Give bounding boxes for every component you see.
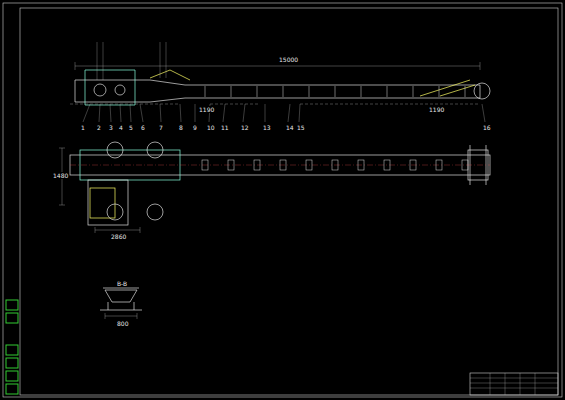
idler (361, 86, 362, 97)
dimension: 2860 (110, 233, 127, 240)
leader-line (99, 104, 100, 122)
section-view (100, 288, 142, 319)
callout-number: 11 (220, 124, 230, 131)
plan-view (59, 142, 490, 233)
idler (462, 160, 468, 170)
callout-number: 2 (96, 124, 102, 131)
leader-line (110, 104, 111, 122)
idler (231, 86, 232, 97)
idler (283, 86, 284, 97)
callout-number: 12 (240, 124, 250, 131)
dimension: 1190 (198, 106, 215, 113)
callout-number: 8 (178, 124, 184, 131)
leader-line (482, 104, 485, 122)
leader-line (195, 104, 196, 122)
side-tabs (6, 300, 18, 394)
idler (335, 86, 336, 97)
leader-line (83, 104, 90, 122)
idler (228, 160, 234, 170)
idler (257, 86, 258, 97)
dimension: 1190 (428, 106, 445, 113)
callout-number: 10 (206, 124, 216, 131)
idler (439, 86, 440, 97)
dimension: 800 (116, 320, 129, 327)
idler (387, 86, 388, 97)
callout-number: 4 (118, 124, 124, 131)
idler (384, 160, 390, 170)
leader-line (180, 104, 181, 122)
idler (202, 160, 208, 170)
idler (413, 86, 414, 97)
leader-line (140, 104, 143, 122)
idler (205, 86, 206, 97)
leader-line (130, 104, 131, 122)
callout-number: 15 (296, 124, 306, 131)
callout-number: 5 (128, 124, 134, 131)
idler (465, 86, 466, 97)
elevation-view (70, 42, 490, 105)
callout-number: 1 (80, 124, 86, 131)
idler (410, 160, 416, 170)
leader-line (223, 104, 225, 122)
leader-line (120, 104, 121, 122)
leader-line (299, 104, 300, 122)
dimension: 15000 (278, 56, 299, 63)
callout-number: 6 (140, 124, 146, 131)
callout-number: 9 (192, 124, 198, 131)
sheet-border (3, 3, 562, 397)
section-label: B-B (116, 280, 128, 287)
frame (20, 8, 558, 395)
idler (306, 160, 312, 170)
idler (309, 86, 310, 97)
leader-line (243, 104, 245, 122)
title-block (470, 373, 558, 395)
idler-stations (202, 86, 468, 170)
callout-number: 13 (262, 124, 272, 131)
idler (280, 160, 286, 170)
callout-number: 14 (285, 124, 295, 131)
callout-number: 3 (108, 124, 114, 131)
callout-number: 7 (158, 124, 164, 131)
idler (254, 160, 260, 170)
callout-number: 16 (482, 124, 492, 131)
leader-line (288, 104, 290, 122)
leader-line (265, 104, 266, 122)
leader-line (160, 104, 161, 122)
idler (436, 160, 442, 170)
idler (332, 160, 338, 170)
idler (358, 160, 364, 170)
dimension: 1480 (52, 172, 69, 179)
